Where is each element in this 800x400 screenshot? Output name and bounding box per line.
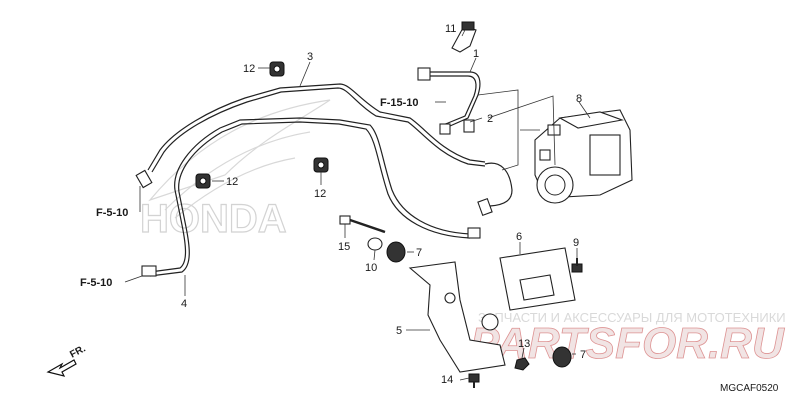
part-11-sensor bbox=[451, 21, 477, 53]
bolt-14 bbox=[468, 373, 480, 388]
callout-2: 2 bbox=[487, 113, 493, 125]
callout-12b: 12 bbox=[226, 176, 238, 188]
collar-10 bbox=[367, 237, 383, 251]
callout-9: 9 bbox=[573, 237, 579, 249]
callout-14: 14 bbox=[441, 374, 453, 386]
brake-pipe-1 bbox=[425, 71, 481, 131]
grommet-7b bbox=[552, 346, 572, 368]
callout-4: 4 bbox=[181, 298, 187, 310]
pipe-fittings bbox=[135, 67, 493, 277]
shop-watermark-text: ЗАПЧАСТИ И АКСЕССУАРЫ ДЛЯ МОТОТЕХНИКИ bbox=[478, 310, 786, 325]
pipe-clamp-12c bbox=[313, 157, 329, 173]
brake-pipe-4 bbox=[149, 117, 471, 277]
brake-pipe-3 bbox=[147, 83, 513, 207]
arrow-front-icon: FR. bbox=[46, 343, 88, 377]
bolt-15 bbox=[339, 215, 386, 234]
callout-13: 13 bbox=[518, 338, 530, 350]
callout-12a: 12 bbox=[243, 63, 255, 75]
honda-watermark-text: HONDA bbox=[140, 197, 287, 241]
mount-bracket-5 bbox=[408, 261, 506, 373]
callout-3: 3 bbox=[307, 51, 313, 63]
honda-wing-logo: HONDA bbox=[139, 99, 331, 242]
bolt-9 bbox=[571, 258, 583, 273]
ref-f-15-10: F-15-10 bbox=[380, 97, 419, 109]
pipe-clamp-12a bbox=[269, 61, 285, 77]
callout-leaders bbox=[184, 29, 591, 381]
callout-1: 1 bbox=[473, 48, 479, 60]
nut-13 bbox=[514, 357, 530, 371]
callout-5: 5 bbox=[396, 325, 402, 337]
callout-10: 10 bbox=[365, 262, 377, 274]
grommet-7a bbox=[386, 241, 406, 263]
callout-7a: 7 bbox=[416, 247, 422, 259]
callout-7b: 7 bbox=[580, 349, 586, 361]
callout-6: 6 bbox=[516, 231, 522, 243]
callout-12c: 12 bbox=[314, 188, 326, 200]
diagram-code: MGCAF0520 bbox=[720, 383, 779, 394]
exploded-lines bbox=[477, 89, 556, 171]
pipe-clamp-12b bbox=[195, 173, 211, 189]
callout-11: 11 bbox=[445, 23, 456, 35]
callout-8: 8 bbox=[576, 93, 582, 105]
abs-modulator-8 bbox=[534, 109, 633, 204]
ref-f-5-10-upper: F-5-10 bbox=[96, 207, 128, 219]
front-label: FR. bbox=[68, 343, 88, 360]
ref-f-5-10-lower: F-5-10 bbox=[80, 277, 112, 289]
abs-bracket-6 bbox=[499, 247, 576, 311]
callout-15: 15 bbox=[338, 241, 350, 253]
